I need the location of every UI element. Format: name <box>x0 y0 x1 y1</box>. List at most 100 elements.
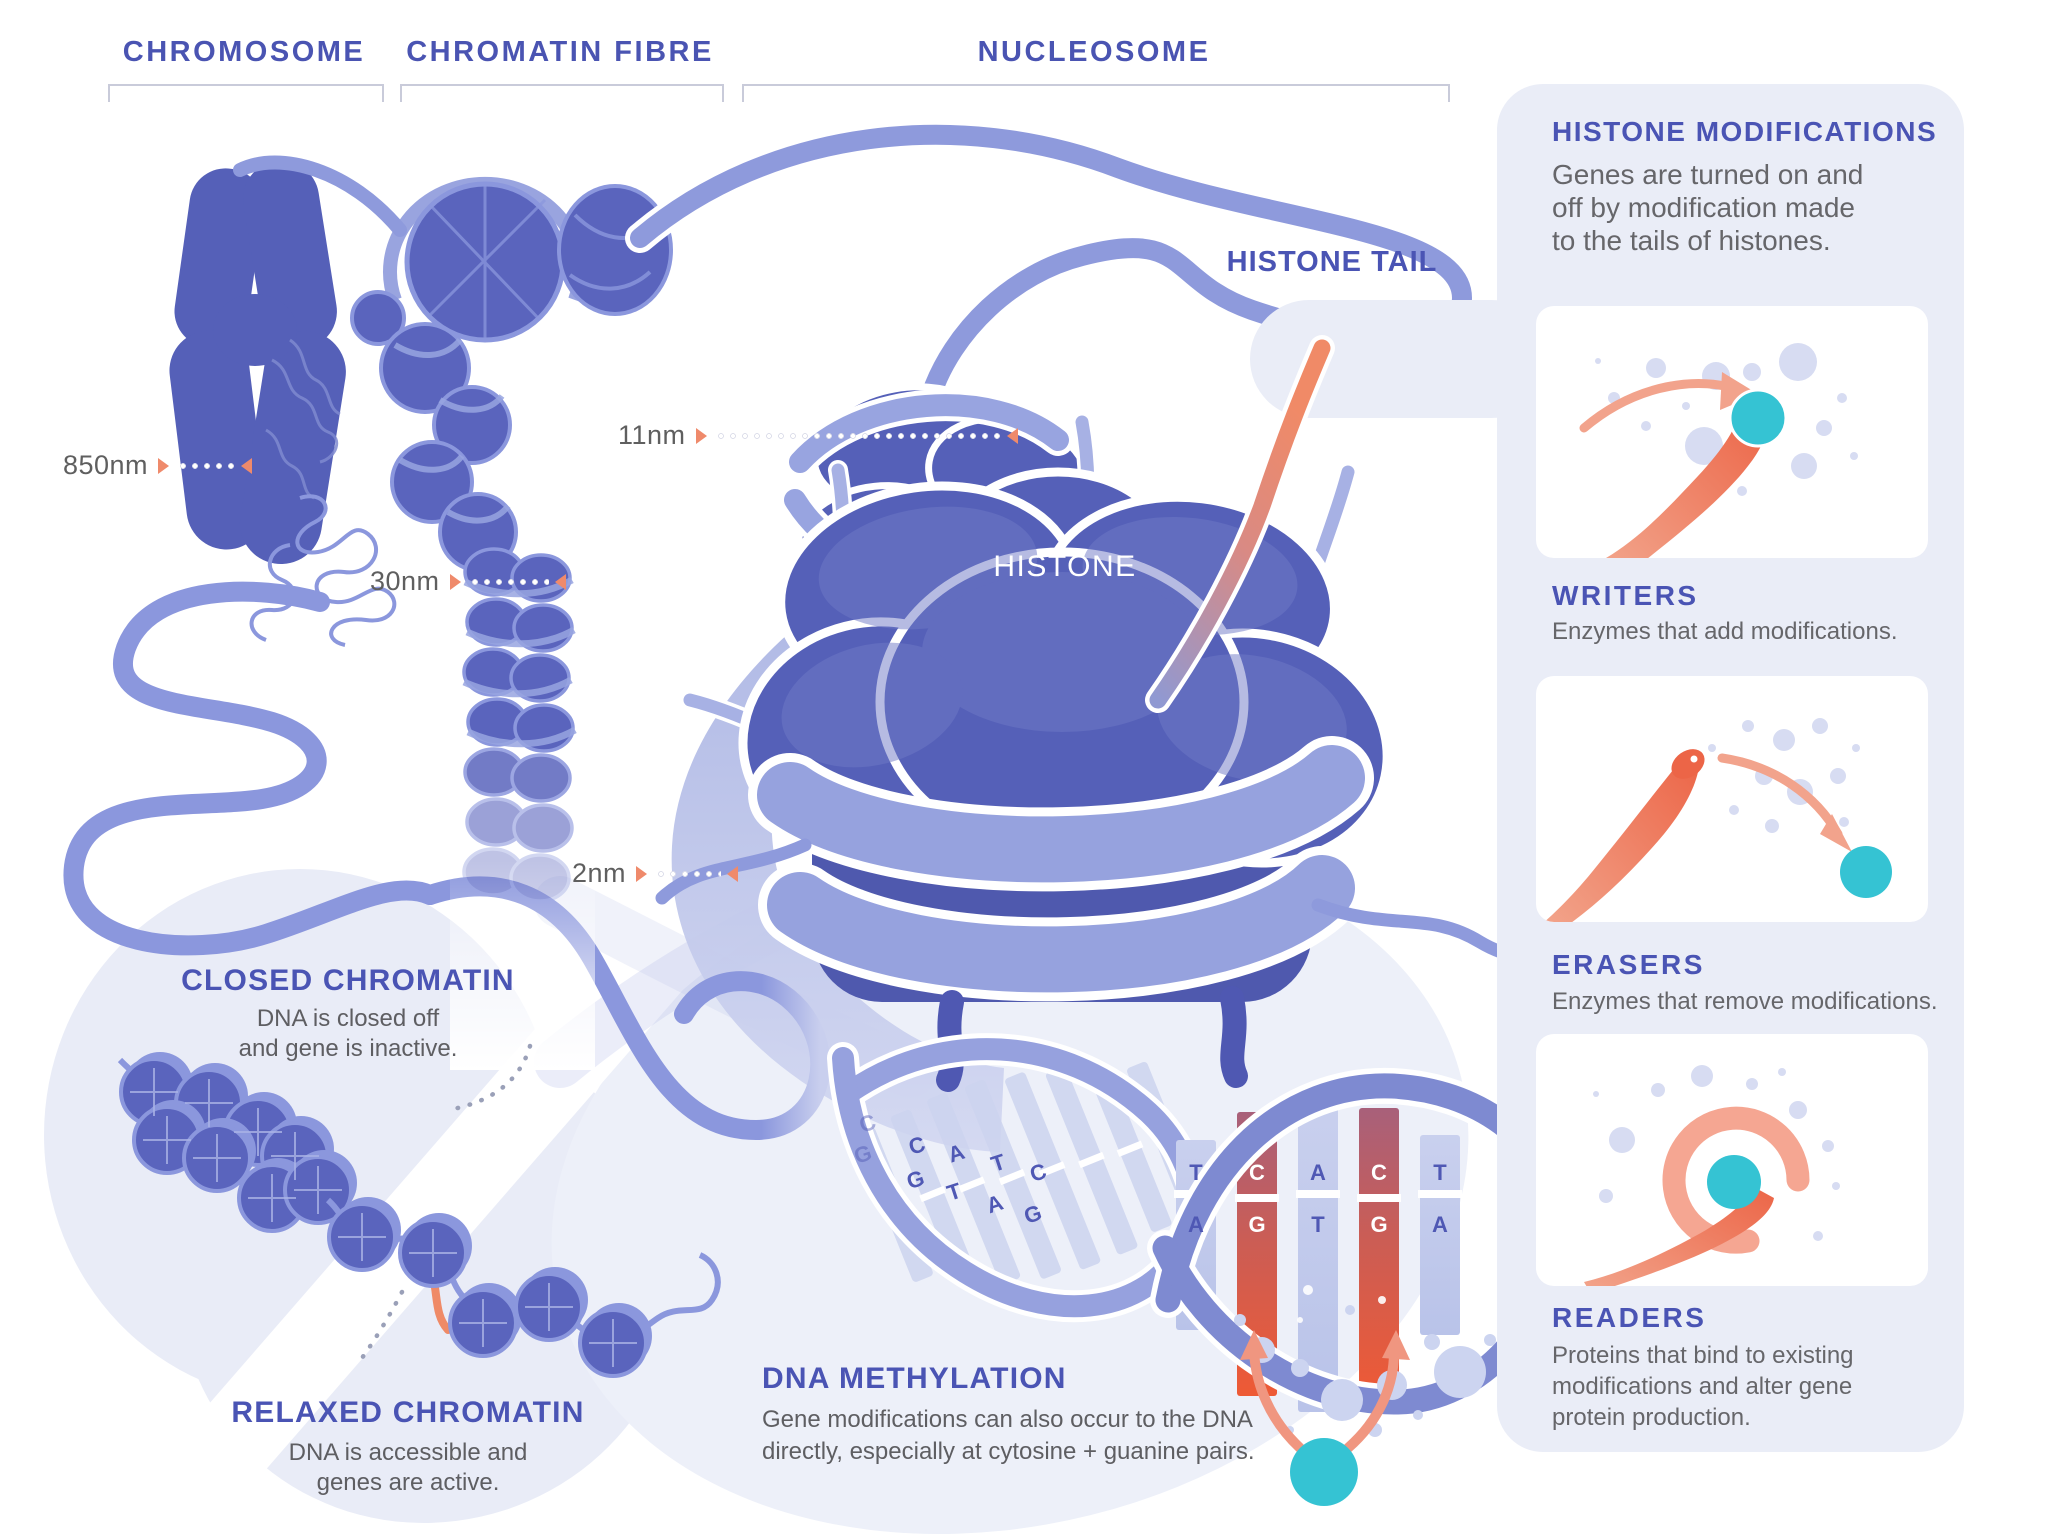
svg-text:A: A <box>1188 1212 1204 1237</box>
closed-chromatin-block: CLOSED CHROMATIN DNA is closed off and g… <box>168 964 528 1064</box>
erasers-card <box>1536 676 1928 922</box>
measurement-30nm-label: 30nm <box>370 566 440 596</box>
arrow-left-icon <box>727 865 739 882</box>
arrowhead-icon <box>1820 814 1852 852</box>
enzyme-eye-dot <box>1690 755 1698 763</box>
dotted-line <box>714 431 1001 440</box>
writers-illustration <box>1579 343 1858 558</box>
bracket-chromatin-fibre <box>400 84 724 102</box>
dna-methylation-block: DNA METHYLATION Gene modifications can a… <box>762 1362 1342 1468</box>
arrow-right-icon <box>158 457 169 474</box>
dotted-line <box>655 869 722 878</box>
arrow-right-icon <box>636 865 648 882</box>
panel-intro-line3: to the tails of histones. <box>1552 225 1831 256</box>
nucleosome-beads-closed <box>119 1052 357 1233</box>
writers-description: Enzymes that add modifications. <box>1552 618 1898 645</box>
arrow-right-icon <box>695 427 707 444</box>
relaxed-chromatin-desc-line1: DNA is accessible and <box>288 1439 528 1466</box>
svg-text:C: C <box>1027 1158 1050 1187</box>
fibre-coils <box>379 322 518 572</box>
section-label-nucleosome: NUCLEOSOME <box>977 36 1211 68</box>
histone-label: HISTONE <box>993 550 1137 583</box>
arrowhead-icon <box>1720 372 1758 410</box>
histone-octamer <box>655 412 1605 1092</box>
measurement-11nm: 11nm <box>618 420 1018 451</box>
eraser-enzyme-comet <box>1544 754 1698 922</box>
panel-title: HISTONE MODIFICATIONS <box>1552 116 1938 147</box>
measurement-11nm-label: 11nm <box>618 420 686 450</box>
svg-text:A: A <box>1432 1212 1448 1237</box>
readers-illustration <box>1584 1065 1840 1286</box>
modification-dot <box>1840 846 1892 898</box>
closed-chromatin-title: CLOSED CHROMATIN <box>181 964 515 997</box>
readers-card <box>1536 1034 1928 1286</box>
modification-dot <box>1728 388 1788 448</box>
section-label-chromosome: CHROMOSOME <box>122 36 366 68</box>
dna-methylation-desc-line1: Gene modifications can also occur to the… <box>762 1406 1253 1433</box>
histone-tail-label: HISTONE TAIL <box>1226 246 1438 278</box>
writers-title: WRITERS <box>1552 580 1699 611</box>
modification-dot <box>1707 1155 1761 1209</box>
relaxed-chromatin-illustration <box>325 1197 721 1378</box>
chromatin-fibre-illustration <box>233 155 673 1070</box>
svg-text:A: A <box>1310 1160 1326 1185</box>
histone-tail-callout-bubble <box>1250 300 1550 418</box>
readers-description: Proteins that bind to existing modificat… <box>1552 1340 1854 1433</box>
closed-chromatin-desc-line1: DNA is closed off <box>256 1005 440 1032</box>
svg-text:G: G <box>1248 1212 1265 1237</box>
unwound-dna-rope <box>63 581 440 956</box>
readers-desc-line2: modifications and alter gene <box>1552 1373 1853 1400</box>
nucleosome-illustration <box>625 119 1605 1092</box>
erasers-illustration <box>1544 718 1892 922</box>
readers-desc-line3: protein production. <box>1552 1404 1751 1431</box>
writer-enzyme-comet <box>1606 408 1768 558</box>
measurement-850nm-label: 850nm <box>62 450 148 480</box>
svg-text:G: G <box>1370 1212 1387 1237</box>
section-label-chromatin-fibre: CHROMATIN FIBRE <box>406 36 714 68</box>
readers-desc-line1: Proteins that bind to existing <box>1552 1342 1854 1369</box>
svg-text:T: T <box>1189 1160 1203 1185</box>
erasers-description: Enzymes that remove modifications. <box>1552 988 1938 1015</box>
arrow-right-icon <box>449 573 461 590</box>
svg-text:C: C <box>1249 1160 1265 1185</box>
dna-bases-right: T A C G A T C G T A <box>1188 1160 1448 1237</box>
arrow-left-icon <box>1006 427 1018 444</box>
svg-text:C: C <box>1371 1160 1387 1185</box>
svg-text:A: A <box>983 1190 1006 1219</box>
readers-title: READERS <box>1552 1302 1707 1333</box>
closed-chromatin-desc-line2: and gene is inactive. <box>238 1035 458 1062</box>
methyl-group-icon <box>1240 1330 1410 1506</box>
dotted-connector <box>445 1043 533 1113</box>
dna-bases-left: C G C G A T T A C G <box>851 1109 1050 1229</box>
svg-text:T: T <box>1433 1160 1447 1185</box>
remove-modification-arrow <box>1717 753 1843 839</box>
measurement-2nm-label: 2nm <box>572 858 627 888</box>
relaxed-chromatin-desc-line2: genes are active. <box>316 1469 500 1496</box>
histone-tail-illustration <box>1145 335 1335 713</box>
closed-chromatin-illustration <box>117 1043 533 1253</box>
arrow-left-icon <box>554 573 566 590</box>
arrow-left-icon <box>241 457 252 474</box>
relaxed-chromatin-block: RELAXED CHROMATIN DNA is accessible and … <box>218 1396 598 1498</box>
dna-methylation-title: DNA METHYLATION <box>762 1362 1067 1395</box>
panel-intro-line1: Genes are turned on and <box>1552 159 1864 190</box>
dotted-line <box>468 577 549 586</box>
panel-intro-line2: off by modification made <box>1552 192 1855 223</box>
dna-helix-illustration: C G C G A T T A C G <box>827 1033 1649 1506</box>
measurement-2nm: 2nm <box>572 858 739 889</box>
dotted-line <box>177 461 235 470</box>
measurement-30nm: 30nm <box>370 566 566 597</box>
bracket-nucleosome <box>742 84 1450 102</box>
relaxed-chromatin-title: RELAXED CHROMATIN <box>231 1396 585 1429</box>
panel-intro: Genes are turned on and off by modificat… <box>1552 158 1863 257</box>
svg-text:T: T <box>1311 1212 1325 1237</box>
svg-text:C: C <box>856 1109 879 1138</box>
dna-methylation-desc-line2: directly, especially at cytosine + guani… <box>762 1438 1255 1465</box>
writers-card <box>1536 306 1928 558</box>
bracket-chromosome <box>108 84 384 102</box>
measurement-850nm: 850nm <box>60 450 252 481</box>
svg-text:C: C <box>905 1131 928 1160</box>
nucleosome-beads-relaxed <box>327 1197 652 1378</box>
